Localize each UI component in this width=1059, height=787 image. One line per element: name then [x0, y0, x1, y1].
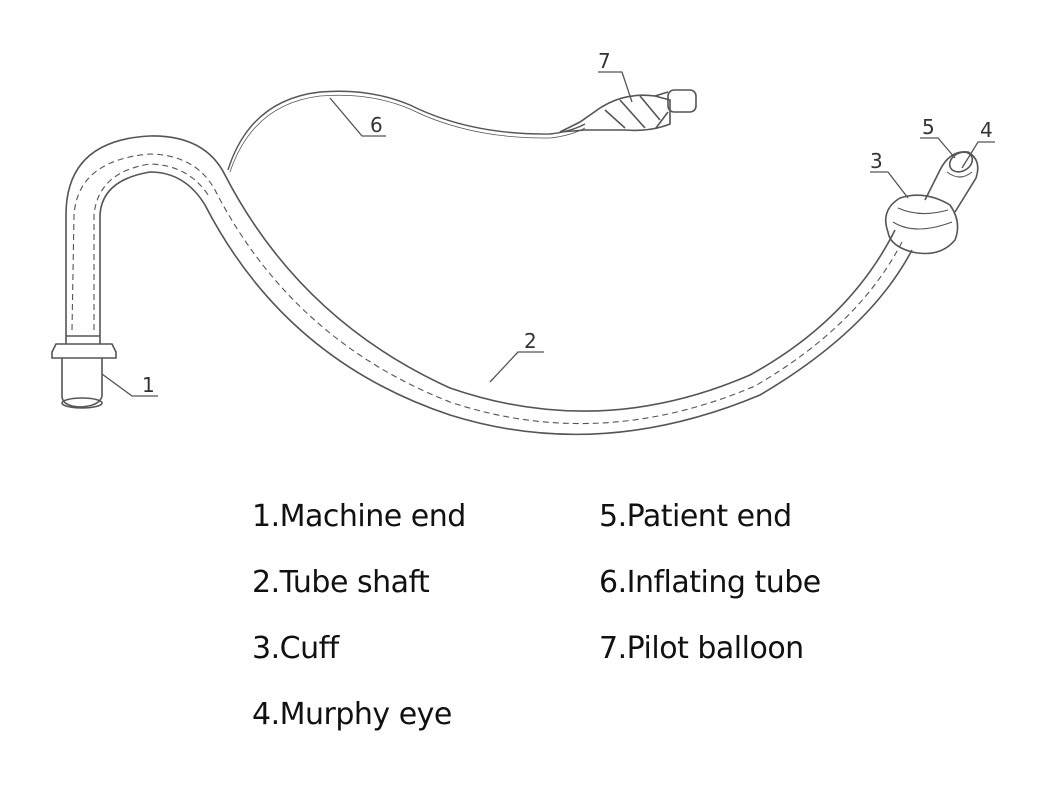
legend-item-patient-end: 5.Patient end: [599, 499, 792, 534]
legend-item-inflating-tube: 6.Inflating tube: [599, 565, 821, 600]
tube-shaft: [65, 135, 913, 436]
parts-legend: 1.Machine end 2.Tube shaft 3.Cuff 4.Murp…: [0, 492, 1059, 752]
callout-1: 1: [142, 373, 155, 397]
pilot-balloon: [559, 89, 697, 133]
legend-column-left: 1.Machine end 2.Tube shaft 3.Cuff 4.Murp…: [252, 492, 466, 756]
legend-item-murphy-eye: 4.Murphy eye: [252, 697, 452, 732]
legend-item-tube-shaft: 2.Tube shaft: [252, 565, 430, 600]
endotracheal-tube-diagram: 1 2 3 4 5 6 7: [51, 49, 995, 436]
cuff: [884, 194, 959, 255]
callout-7: 7: [598, 49, 611, 73]
callout-leaders: [101, 71, 995, 397]
legend-item-pilot-balloon: 7.Pilot balloon: [599, 631, 804, 666]
inflating-tube: [227, 90, 586, 171]
machine-end-connector: [51, 335, 117, 409]
callout-3: 3: [870, 149, 883, 173]
callout-2: 2: [524, 329, 537, 353]
callout-5: 5: [922, 115, 935, 139]
legend-item-cuff: 3.Cuff: [252, 631, 339, 666]
legend-item-machine-end: 1.Machine end: [252, 499, 466, 534]
callout-4: 4: [980, 118, 993, 142]
legend-column-right: 5.Patient end 6.Inflating tube 7.Pilot b…: [599, 492, 821, 690]
patient-end-tip: [924, 151, 979, 213]
callout-6: 6: [370, 113, 383, 137]
